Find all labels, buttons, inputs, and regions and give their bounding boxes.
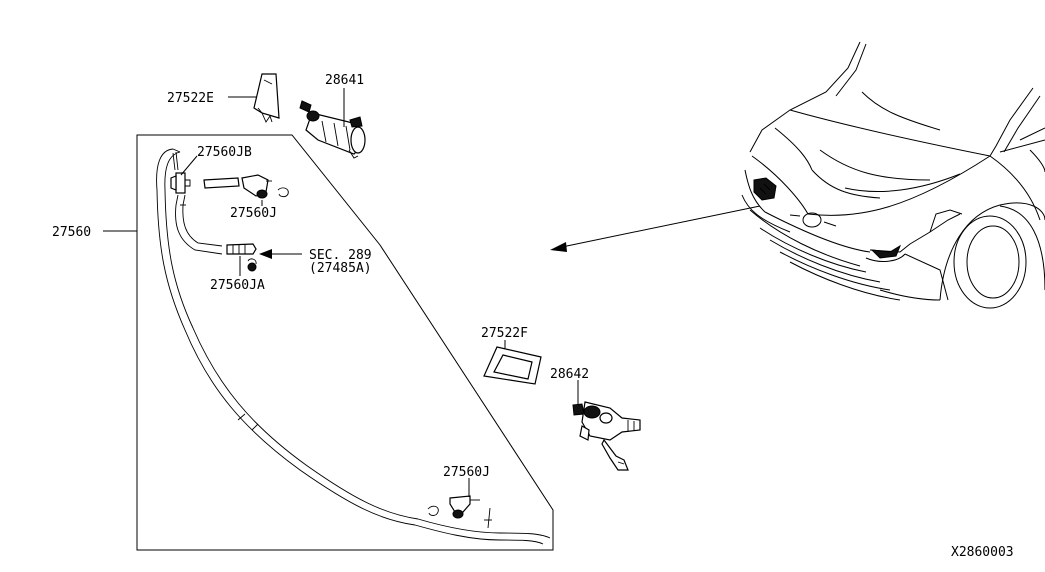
label-28641: 28641 <box>325 73 364 88</box>
part-27522E-cover[interactable] <box>253 73 280 123</box>
part-28642-nozzle[interactable] <box>572 401 641 471</box>
label-27560J-bottom: 27560J <box>443 465 490 480</box>
part-27560JA-joint[interactable] <box>226 243 257 272</box>
sec-289-arrow <box>259 249 302 259</box>
label-27560JB: 27560JB <box>197 145 252 160</box>
label-27560JA: 27560JA <box>210 278 265 293</box>
vehicle-front-illustration <box>741 41 1045 309</box>
diagram-code: X2860003 <box>951 545 1014 560</box>
washer-hose-segment[interactable] <box>203 177 240 189</box>
label-28642: 28642 <box>550 367 589 382</box>
part-27560JB-joint[interactable] <box>170 172 191 194</box>
hose-kit-enclosure <box>136 134 554 551</box>
label-sec-289: SEC. 289 <box>309 248 372 263</box>
label-27522E: 27522E <box>167 91 214 106</box>
washer-hose-branch[interactable] <box>175 194 223 255</box>
part-28641-nozzle[interactable] <box>299 100 366 159</box>
washer-hose-main[interactable] <box>156 148 551 545</box>
part-27560J-upper-joint[interactable] <box>241 174 289 199</box>
label-27560: 27560 <box>52 225 91 240</box>
location-arrow <box>550 205 761 252</box>
part-27560J-lower-joint[interactable] <box>427 495 492 529</box>
label-27522F: 27522F <box>481 326 528 341</box>
part-27522F-cover[interactable] <box>483 346 542 385</box>
label-27560J-top: 27560J <box>230 206 277 221</box>
label-27485A: (27485A) <box>309 261 372 276</box>
leader-27560JB <box>180 155 198 176</box>
